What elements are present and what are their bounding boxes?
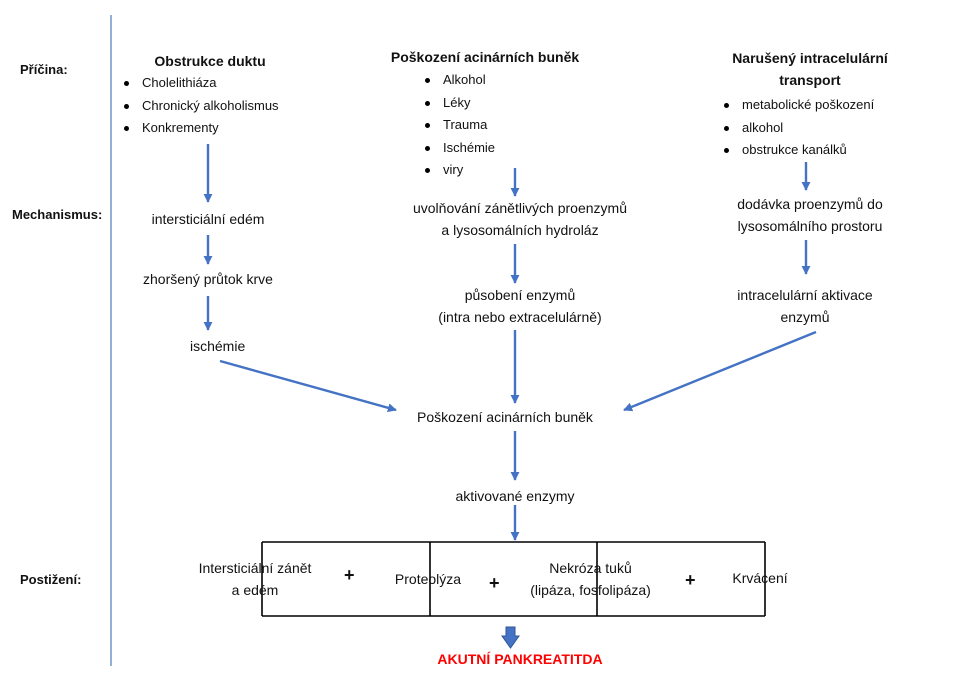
- plus-sign: +: [685, 570, 696, 590]
- plus-sign: +: [489, 573, 500, 593]
- cause-item: alkohol: [722, 117, 874, 140]
- row-label-mechanism: Mechanismus:: [12, 207, 103, 222]
- arrow-right-diag: [623, 330, 817, 412]
- heading-acinar-damage: Poškození acinárních buněk: [390, 49, 580, 65]
- impact-bracket: [261, 541, 766, 617]
- step-impaired-blood-flow: zhoršený průtok krve: [143, 271, 273, 287]
- cause-item: Trauma: [423, 114, 495, 137]
- cause-item: viry: [423, 159, 495, 182]
- step-intracellular-activation: intracelulární aktivace enzymů: [737, 287, 873, 325]
- cause-item: Cholelithiáza: [122, 72, 279, 95]
- arrow-left-diag: [219, 359, 397, 413]
- step-ischemia: ischémie: [190, 338, 246, 354]
- central-acinar-damage: Poškození acinárních buněk: [417, 409, 593, 425]
- impact-hemorrhage: Krvácení: [732, 570, 788, 586]
- step-proenzyme-release: uvolňování zánětlivých proenzymů a lysos…: [412, 200, 627, 238]
- row-label-impact: Postižení:: [20, 572, 82, 587]
- result-block-arrow: [501, 626, 520, 649]
- cause-item: Ischémie: [423, 137, 495, 160]
- cause-item: Alkohol: [423, 69, 495, 92]
- cause-item: metabolické poškození: [722, 94, 874, 117]
- causes-middle: Alkohol Léky Trauma Ischémie viry: [423, 69, 495, 182]
- causes-left: Cholelithiáza Chronický alkoholismus Kon…: [122, 72, 279, 140]
- cause-item: Chronický alkoholismus: [122, 95, 279, 118]
- step-proenzyme-delivery: dodávka proenzymů do lysosomálního prost…: [737, 196, 883, 234]
- cause-item: Léky: [423, 92, 495, 115]
- cause-item: Konkrementy: [122, 117, 279, 140]
- cause-item: obstrukce kanálků: [722, 139, 874, 162]
- step-interstitial-edema: intersticiální edém: [151, 211, 265, 227]
- heading-duct-obstruction: Obstrukce duktu: [154, 53, 266, 69]
- impact-proteolysis: Proteolýza: [394, 571, 462, 587]
- impact-fat-necrosis: Nekróza tuků (lipáza, fosfolipáza): [530, 560, 651, 598]
- heading-intracellular-transport: Narušený intracelulární transport: [732, 50, 888, 88]
- step-enzyme-action: působení enzymů (intra nebo extracelulár…: [438, 287, 602, 325]
- impact-interstitial-inflammation: Intersticiální zánět a edém: [198, 560, 312, 598]
- activated-enzymes: aktivované enzymy: [455, 488, 575, 504]
- result-acute-pancreatitis: AKUTNÍ PANKREATITDA: [437, 651, 603, 667]
- row-label-cause: Příčina:: [20, 62, 68, 77]
- plus-sign: +: [344, 565, 355, 585]
- causes-right: metabolické poškození alkohol obstrukce …: [722, 94, 874, 162]
